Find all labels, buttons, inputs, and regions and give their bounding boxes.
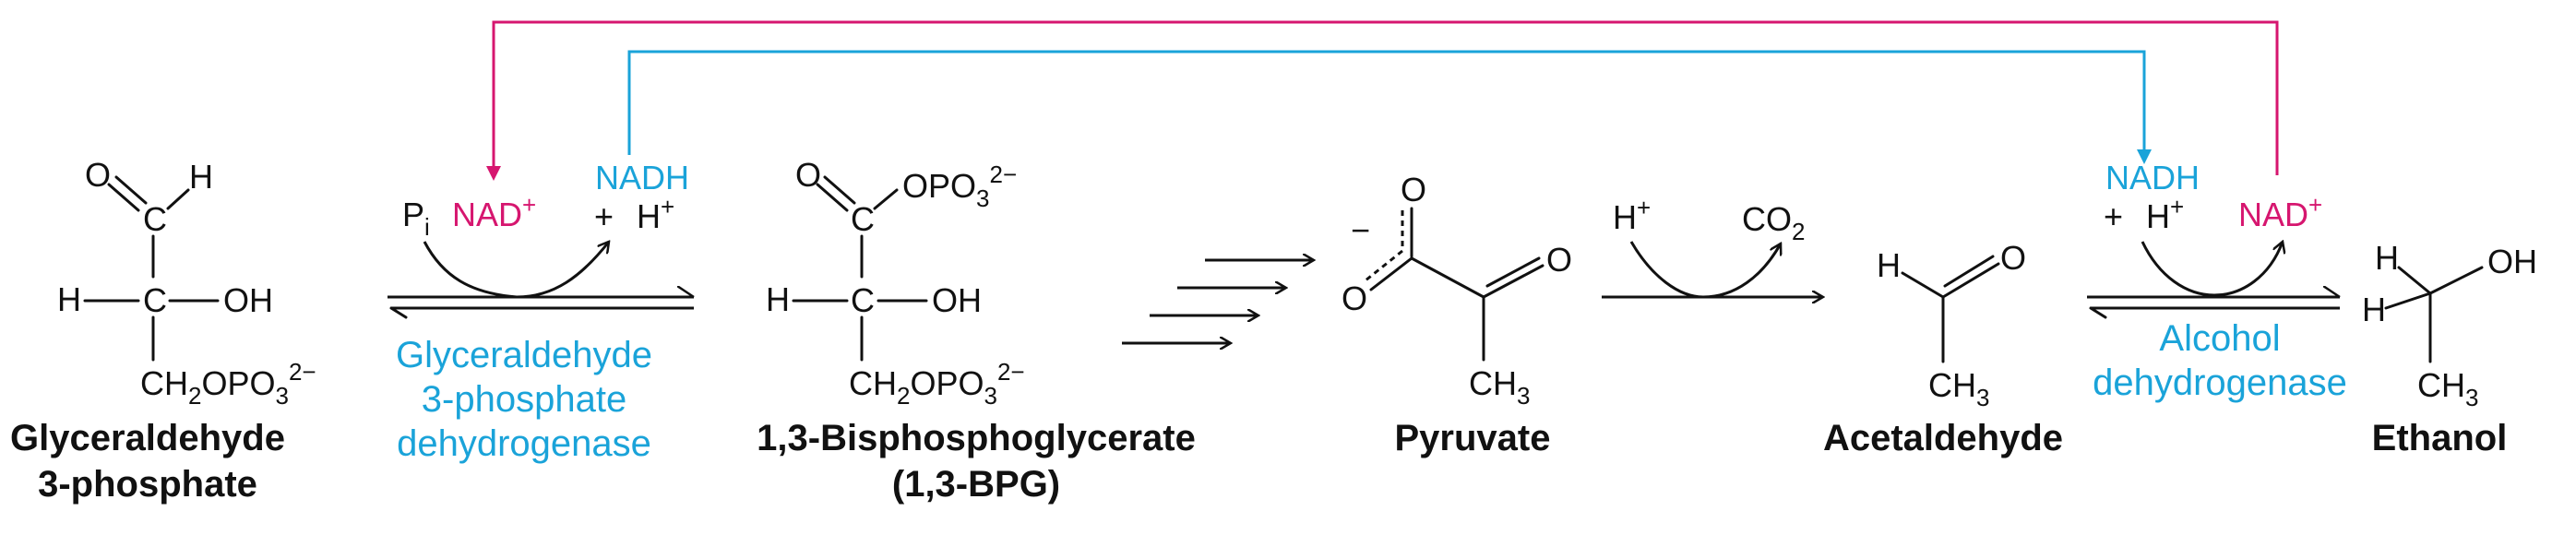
nad-plus-label-right: NAD+ (2238, 191, 2322, 233)
g3p-ch2opo3: CH2OPO32− (140, 358, 316, 410)
acetaldehyde-ch3: CH3 (1928, 366, 1989, 411)
pyruvate-minus: − (1351, 211, 1370, 249)
h-plus-label-right: H+ (2146, 193, 2184, 235)
pyruvate-o-top: O (1401, 171, 1426, 208)
nadh-label-right: NADH (2105, 159, 2200, 196)
pyruvate-structure: O − O O CH3 Pyruvate (1342, 171, 1572, 458)
gapdh-line2: 3-phosphate (422, 379, 626, 420)
adh-line2: dehydrogenase (2093, 363, 2347, 403)
adh-line1: Alcohol (2159, 318, 2280, 359)
acetaldehyde-structure: H O CH3 Acetaldehyde (1823, 239, 2063, 458)
nad-plus-return-line (486, 20, 2279, 181)
bpg-c1: C (851, 200, 875, 238)
pyruvate-ch3: CH3 (1469, 364, 1530, 410)
pyruvate-o-right: O (1546, 241, 1572, 279)
acetaldehyde-h: H (1877, 246, 1901, 284)
g3p-name-line2: 3-phosphate (38, 464, 257, 505)
g3p-oh: OH (223, 281, 273, 319)
h-plus-label-left: H+ (637, 193, 674, 235)
g3p-c2: C (143, 281, 167, 319)
ethanol-structure: H H OH CH3 Ethanol (2362, 239, 2537, 458)
ethanol-h-top: H (2375, 239, 2399, 277)
acetaldehyde-o: O (2000, 239, 2026, 277)
g3p-c1: C (143, 200, 167, 238)
nad-plus-label-left: NAD+ (452, 191, 536, 233)
ethanol-oh: OH (2487, 243, 2537, 280)
gapdh-line1: Glyceraldehyde (396, 335, 652, 375)
ethanol-h-left: H (2362, 291, 2386, 328)
bpg-o: O (795, 156, 821, 194)
pi-label: Pi (402, 196, 430, 241)
plus-sign-left: + (594, 197, 614, 235)
bpg-c2: C (851, 281, 875, 319)
ethanol-name: Ethanol (2372, 418, 2508, 458)
nadh-label-left: NADH (595, 159, 689, 196)
nadh-oxidation-curve (2141, 242, 2283, 297)
acetaldehyde-name: Acetaldehyde (1823, 418, 2063, 458)
step1-reaction: Pi NAD+ NADH + H+ Glyceraldehyde 3-phosp… (388, 159, 694, 464)
ethanol-ch3: CH3 (2417, 366, 2478, 411)
pyruvate-name: Pyruvate (1395, 418, 1551, 458)
decarboxylation-curve (1629, 241, 1781, 299)
g3p-structure: O H C H C OH CH2OPO32− Glyceraldehyde 3-… (10, 156, 316, 505)
co2-label: CO2 (1742, 200, 1805, 245)
g3p-name-line1: Glyceraldehyde (10, 418, 285, 458)
step4-reaction: NADH + H+ NAD+ Alcohol dehydrogenase (2087, 159, 2347, 403)
bpg-opo3: OPO32− (902, 160, 1017, 212)
h-plus-label-mid: H+ (1613, 194, 1651, 236)
multi-step-arrows (1122, 260, 1314, 343)
g3p-h-top: H (189, 158, 213, 196)
pi-incoming-curve (423, 242, 609, 299)
bpg-name-line1: 1,3-Bisphosphoglycerate (757, 418, 1196, 458)
nadh-transfer-line (627, 50, 2152, 164)
g3p-h-left: H (57, 280, 81, 318)
bpg-name-line2: (1,3-BPG) (892, 464, 1060, 505)
g3p-o: O (85, 156, 111, 194)
step3-reaction: H+ CO2 (1602, 194, 1823, 297)
bpg-oh: OH (932, 281, 982, 319)
nadh-transfer-loop (627, 50, 2152, 164)
pyruvate-o-left: O (1342, 279, 1367, 317)
gapdh-line3: dehydrogenase (397, 423, 651, 464)
bpg-structure: O C OPO32− H C OH CH2OPO32− 1,3-Bisphosp… (757, 156, 1196, 505)
plus-sign-right: + (2104, 197, 2123, 235)
nad-recycle-loop (486, 20, 2279, 181)
bpg-h-left: H (766, 280, 790, 318)
bpg-ch2opo3: CH2OPO32− (849, 358, 1025, 410)
